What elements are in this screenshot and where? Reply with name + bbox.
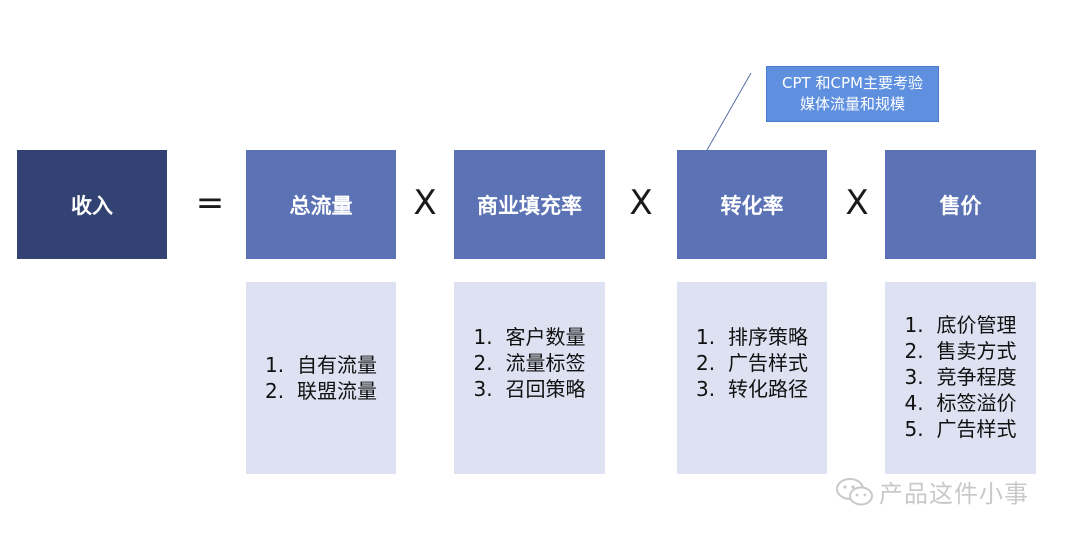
list-item: 3.竞争程度 [904,365,1017,389]
equals-operator: = [195,183,225,223]
watermark: 产品这件小事 [835,474,1029,509]
detail-box-conversion-rate: 1.排序策略 2.广告样式 3.转化路径 [677,282,827,474]
list-item: 1.自有流量 [265,353,377,377]
detail-list: 1.排序策略 2.广告样式 3.转化路径 [696,324,808,402]
detail-box-total-traffic: 1.自有流量 2.联盟流量 [246,282,396,474]
list-item: 2.流量标签 [473,351,586,375]
factor-box-total-traffic: 总流量 [246,150,396,259]
list-item: 2.售卖方式 [904,339,1017,363]
multiply-operator: X [629,183,653,223]
list-item: 3.转化路径 [696,377,808,401]
callout-note: CPT 和CPM主要考验媒体流量和规模 [766,66,939,122]
callout-text: CPT 和CPM主要考验媒体流量和规模 [782,74,923,113]
detail-list: 1.客户数量 2.流量标签 3.召回策略 [474,324,586,402]
factor-box-conversion-rate: 转化率 [677,150,827,259]
wechat-icon [836,477,873,505]
factor-label: 售价 [939,193,982,218]
factor-box-price: 售价 [885,150,1036,259]
multiply-operator: X [845,183,869,223]
detail-box-price: 1.底价管理 2.售卖方式 3.竞争程度 4.标签溢价 5.广告样式 [885,282,1036,474]
factor-label: 转化率 [720,193,784,218]
list-item: 3.召回策略 [473,377,586,401]
list-item: 1.底价管理 [904,313,1017,337]
revenue-label: 收入 [71,193,113,218]
list-item: 1.排序策略 [696,325,808,349]
factor-label: 商业填充率 [477,193,582,218]
list-item: 2.联盟流量 [265,379,377,403]
detail-box-fill-rate: 1.客户数量 2.流量标签 3.召回策略 [454,282,605,474]
factor-box-fill-rate: 商业填充率 [454,150,605,259]
detail-list: 1.自有流量 2.联盟流量 [265,352,377,404]
list-item: 1.客户数量 [473,325,586,349]
multiply-operator: X [413,183,437,223]
list-item: 5.广告样式 [904,417,1017,441]
watermark-text: 产品这件小事 [879,480,1029,508]
list-item: 4.标签溢价 [904,391,1017,415]
list-item: 2.广告样式 [696,351,808,375]
detail-list: 1.底价管理 2.售卖方式 3.竞争程度 4.标签溢价 5.广告样式 [905,312,1017,442]
factor-label: 总流量 [289,193,353,218]
revenue-box: 收入 [17,150,167,259]
